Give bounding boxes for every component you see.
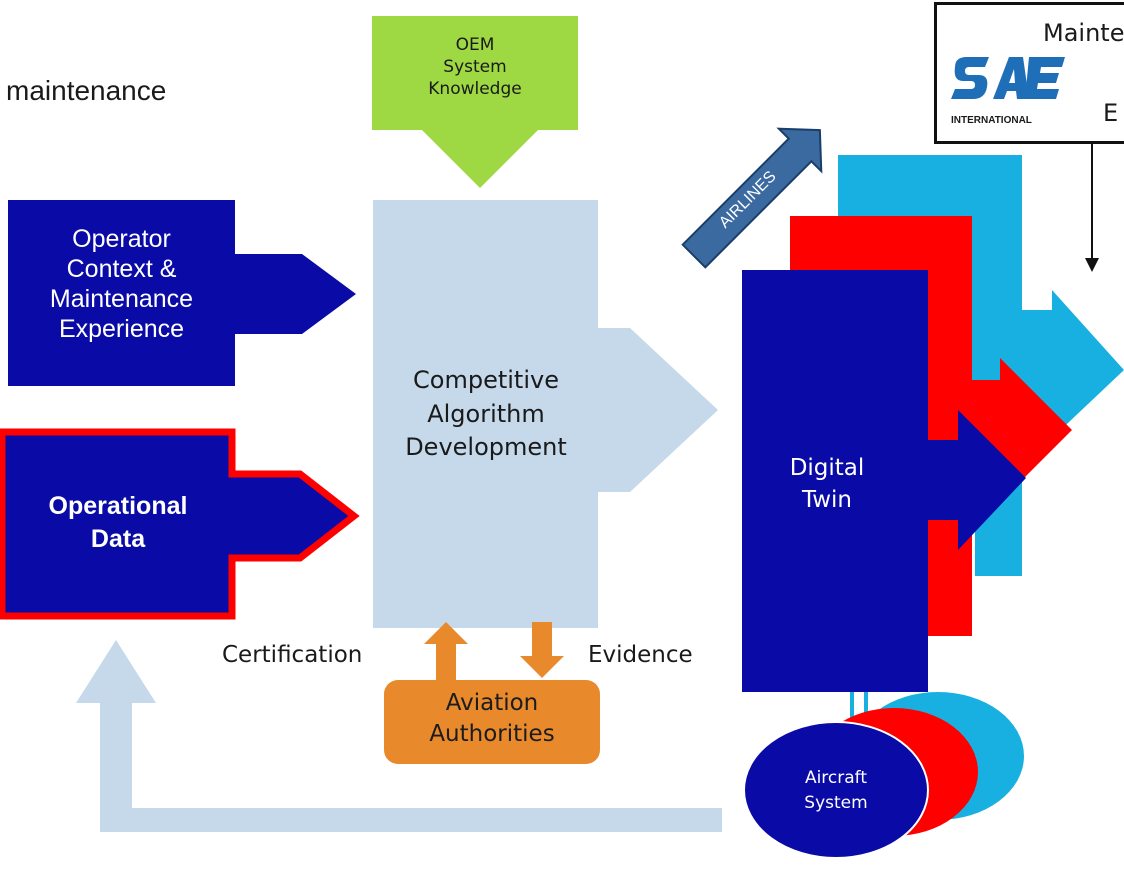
aviation-authorities-box: [384, 680, 600, 764]
oem-line-1: OEM: [455, 35, 495, 55]
evidence-down-arrow: [520, 622, 564, 678]
twin-line-1: Digital: [789, 455, 865, 481]
sae-top-text: Mainte: [1043, 19, 1124, 47]
operator-context-arrow: [8, 200, 356, 386]
sae-logo: INTERNATIONAL: [951, 57, 1065, 126]
aircraft-system-label: Aircraft System: [760, 766, 912, 815]
operator-line-2: Context &: [66, 255, 177, 283]
digital-twin-layer-navy: [742, 270, 1026, 692]
operational-line-2: Data: [90, 524, 146, 553]
aircraft-line-1: Aircraft: [804, 768, 868, 788]
feedback-loop-arrow: [76, 640, 722, 832]
sae-international-box: Mainte E INTERNATIONAL: [934, 2, 1124, 144]
aircraft-system-ellipse-navy: [743, 721, 929, 859]
algorithm-development-arrow: [373, 200, 718, 628]
operational-line-1: Operational: [48, 492, 188, 520]
sae-connector-arrowhead: [1085, 258, 1099, 272]
authorities-line-1: Aviation: [445, 690, 539, 716]
sae-side-text: E: [1103, 99, 1119, 127]
operational-data-label: Operational Data: [6, 490, 230, 555]
sae-logo-word: INTERNATIONAL: [951, 115, 1032, 126]
oem-line-3: Knowledge: [428, 79, 522, 100]
digital-twin-label: Digital Twin: [752, 452, 902, 516]
oem-knowledge-arrow: [372, 16, 578, 188]
operator-line-1: Operator: [72, 225, 171, 253]
oem-knowledge-label: OEM System Knowledge: [372, 34, 578, 100]
certification-up-arrow: [424, 622, 468, 690]
operator-line-4: Experience: [58, 315, 185, 343]
authorities-line-2: Authorities: [429, 721, 555, 748]
center-line-1: Competitive: [413, 366, 559, 394]
aviation-authorities-label: Aviation Authorities: [384, 688, 600, 750]
operational-data-arrow: [0, 428, 360, 620]
operator-context-label: Operator Context & Maintenance Experienc…: [8, 224, 235, 344]
header-partial-text: maintenance: [6, 75, 167, 106]
center-line-3: Development: [405, 433, 567, 462]
algorithm-development-label: Competitive Algorithm Development: [376, 364, 596, 465]
aircraft-line-2: System: [804, 792, 868, 813]
airlines-arrow: [681, 127, 823, 269]
center-line-2: Algorithm: [427, 399, 545, 428]
operator-line-3: Maintenance: [49, 285, 194, 313]
evidence-caption: Evidence: [588, 642, 693, 668]
oem-line-2: System: [443, 57, 507, 78]
certification-caption: Certification: [222, 642, 363, 668]
twin-line-2: Twin: [801, 487, 853, 514]
